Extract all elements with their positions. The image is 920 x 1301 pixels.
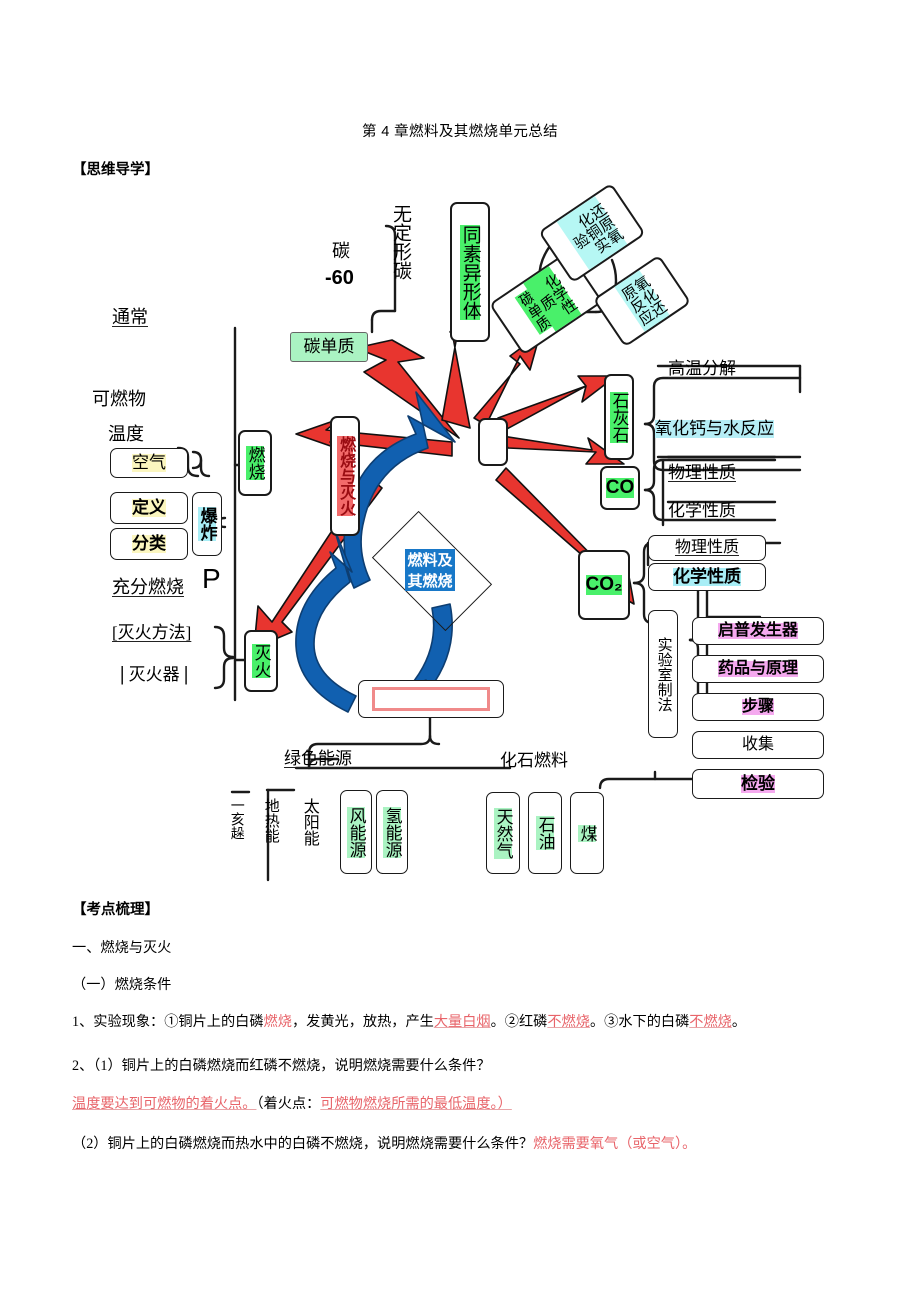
label-co-chemical-property: 化学性质 xyxy=(668,501,736,520)
line4-answer: 燃烧需要氧气（或空气）。 xyxy=(533,1136,697,1152)
c60-label: 碳 xyxy=(332,241,350,261)
node-co2-physical-property[interactable]: 物理性质 xyxy=(648,535,766,561)
amorphous-carbon-label: 无定形碳 xyxy=(389,204,411,280)
node-carbon-simple[interactable]: 碳单质 xyxy=(290,332,368,362)
section-heading-keypoints: 【考点梳理】 xyxy=(72,902,159,918)
node-coal[interactable]: 煤 xyxy=(570,792,604,874)
node-collect[interactable]: 收集 xyxy=(692,731,824,759)
node-hydrogen-energy[interactable]: 氢能源 xyxy=(376,790,408,874)
section-heading-mindmap: 【思维导学】 xyxy=(72,162,159,178)
node-allotrope[interactable]: 同素异形体 xyxy=(450,202,490,342)
fuel-box-inner xyxy=(372,687,490,711)
node-co2-chemical-property[interactable]: 化学性质 xyxy=(648,563,766,591)
node-classification[interactable]: 分类 xyxy=(110,528,188,560)
node-center-fuel-and-combustion[interactable]: 燃料及 其燃烧 xyxy=(382,548,478,592)
line1-part2: ，发黄光，放热，产生 xyxy=(291,1014,434,1030)
label-geothermal-energy: 地热能 xyxy=(262,798,279,843)
label-high-temp-decomposition: 高温分解 xyxy=(668,359,736,378)
label-extinguish-methods: [灭火方法] xyxy=(112,623,192,642)
keypoints-sub-1: （一）燃烧条件 xyxy=(72,977,172,993)
c60-sub: -60 xyxy=(325,267,354,289)
node-air[interactable]: 空气 xyxy=(110,448,188,478)
line1-part1: 1、实验现象：①铜片上的白磷 xyxy=(72,1014,264,1030)
node-burn-and-extinguish[interactable]: 燃烧与灭火 xyxy=(330,416,360,536)
node-natural-gas[interactable]: 天然气 xyxy=(486,792,520,874)
node-burning[interactable]: 燃烧 xyxy=(238,430,272,496)
label-co-physical-property: 物理性质 xyxy=(668,463,736,482)
label-full-combustion-mark: P xyxy=(202,563,221,594)
node-co2[interactable]: CO₂ xyxy=(578,550,630,620)
node-reagent-and-principle[interactable]: 药品与原理 xyxy=(692,655,824,683)
page-title: 第 4 章燃料及其燃烧单元总结 xyxy=(361,124,559,140)
node-explosion[interactable]: 爆炸 xyxy=(192,492,222,556)
keypoints-line-1: 1、实验现象：①铜片上的白磷燃烧，发黄光，放热，产生大量白烟。②红磷不燃烧。③水… xyxy=(72,1012,746,1033)
label-cao-water-reaction: 氧化钙与水反应 xyxy=(655,419,774,438)
keypoints-line-4: （2）铜片上的白磷燃烧而热水中的白磷不燃烧，说明燃烧需要什么条件？燃烧需要氧气（… xyxy=(72,1134,696,1155)
line1-red4: 不燃烧 xyxy=(689,1014,732,1030)
line3-mid: （着火点： xyxy=(256,1096,321,1112)
node-definition[interactable]: 定义 xyxy=(110,492,188,524)
node-fuel-box[interactable] xyxy=(358,680,504,718)
label-combustible: 可燃物 xyxy=(92,389,146,409)
node-wind-energy[interactable]: 风能源 xyxy=(340,790,372,874)
line1-red1: 燃烧 xyxy=(263,1014,292,1030)
line1-part3: 。②红磷 xyxy=(490,1014,548,1030)
label-fossil-fuel: 化石燃料 xyxy=(500,751,568,770)
label-temperature: 温度 xyxy=(108,424,144,444)
label-nuclear-energy: 一亥趓 xyxy=(228,798,244,840)
node-co[interactable]: CO xyxy=(600,466,640,510)
label-full-combustion: 充分燃烧 xyxy=(112,577,184,597)
keypoints-line-3: 温度要达到可燃物的着火点。（着火点：可燃物燃烧所需的最低温度。） xyxy=(72,1094,512,1115)
line1-red2: 大量白烟 xyxy=(433,1014,491,1030)
line3-answer: 温度要达到可燃物的着火点。 xyxy=(72,1096,257,1112)
node-petroleum[interactable]: 石油 xyxy=(528,792,562,874)
node-steps[interactable]: 步骤 xyxy=(692,693,824,721)
line1-part4: 。③水下的白磷 xyxy=(589,1014,690,1030)
node-limestone[interactable]: 石灰石 xyxy=(604,374,634,460)
line4-question: （2）铜片上的白磷燃烧而热水中的白磷不燃烧，说明燃烧需要什么条件？ xyxy=(72,1136,534,1152)
node-extinguish[interactable]: 灭火 xyxy=(244,630,278,692)
node-test[interactable]: 检验 xyxy=(692,769,824,799)
node-kipp-generator[interactable]: 启普发生器 xyxy=(692,617,824,645)
label-extinguisher: | 灭火器 | xyxy=(120,663,189,685)
node-carbon-hub[interactable] xyxy=(478,418,508,466)
blue-arrow-group xyxy=(295,391,456,717)
line1-part5: 。 xyxy=(731,1014,747,1030)
label-usual: 通常 xyxy=(112,307,148,327)
keypoints-heading-1: 一、燃烧与灭火 xyxy=(72,940,172,956)
line3-definition: 可燃物燃烧所需的最低温度。） xyxy=(320,1096,512,1112)
line1-red3: 不燃烧 xyxy=(547,1014,590,1030)
keypoints-line-2: 2、（1）铜片上的白磷燃烧而红磷不燃烧，说明燃烧需要什么条件？ xyxy=(72,1058,491,1074)
node-lab-preparation[interactable]: 实验室制法 xyxy=(648,610,678,738)
mindmap-diagram: 碳 -60 无定形碳 碳单质 同素异形体 碳单质 化学性质 * 还原氧化铜实验 … xyxy=(0,180,920,890)
label-solar-energy: 太阳能 xyxy=(300,798,318,846)
label-green-energy: 绿色能源 xyxy=(284,749,352,768)
